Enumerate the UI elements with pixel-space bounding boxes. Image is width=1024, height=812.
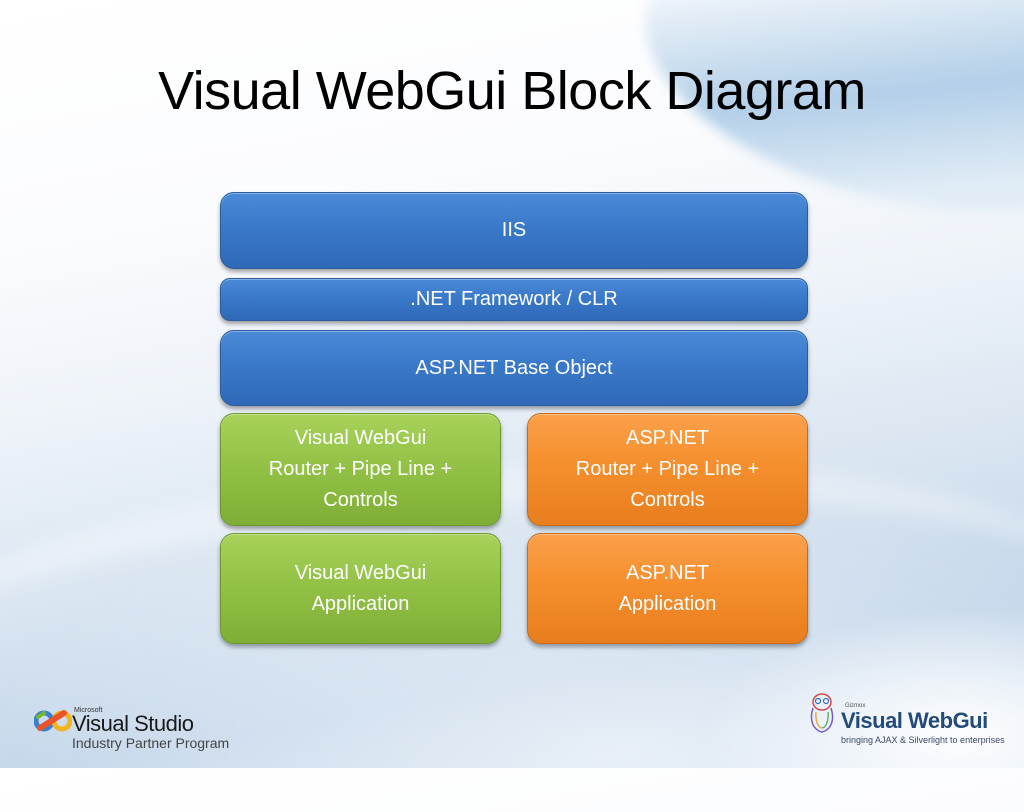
visual-studio-infinity-icon bbox=[34, 710, 72, 732]
visual-webgui-tagline: bringing AJAX & Silverlight to enterpris… bbox=[841, 735, 1005, 745]
layer-dotnet-framework: .NET Framework / CLR bbox=[220, 278, 808, 321]
block-line: Application bbox=[311, 592, 410, 615]
slide-title: Visual WebGui Block Diagram bbox=[158, 61, 866, 121]
block-aspnet-router: ASP.NET Router + Pipe Line + Controls bbox=[527, 413, 808, 526]
partner-program-label: Industry Partner Program bbox=[72, 735, 230, 751]
visual-studio-label: Visual Studio bbox=[72, 711, 194, 736]
block-line: ASP.NET bbox=[626, 561, 709, 584]
block-line: Router + Pipe Line + bbox=[268, 458, 453, 480]
microsoft-label: Microsoft bbox=[74, 707, 103, 714]
block-line: Controls bbox=[630, 489, 705, 511]
block-line: ASP.NET bbox=[626, 427, 709, 449]
block-line: Controls bbox=[323, 489, 398, 511]
layer-aspnet-base-label: ASP.NET Base Object bbox=[415, 356, 613, 379]
owl-mascot-icon bbox=[810, 693, 834, 733]
visual-webgui-label: Visual WebGui bbox=[841, 708, 988, 733]
block-vwg-router: Visual WebGui Router + Pipe Line + Contr… bbox=[220, 413, 501, 526]
layer-dotnet-label: .NET Framework / CLR bbox=[410, 288, 618, 310]
block-vwg-application: Visual WebGui Application bbox=[220, 533, 501, 644]
block-line: Visual WebGui bbox=[294, 561, 427, 584]
visual-webgui-logo: Gizmox Visual WebGui bringing AJAX & Sil… bbox=[805, 688, 1020, 750]
block-line: Application bbox=[618, 592, 717, 615]
gizmox-label: Gizmox bbox=[845, 703, 866, 709]
block-line: Visual WebGui bbox=[294, 427, 427, 449]
layer-iis: IIS bbox=[220, 192, 808, 269]
block-line: Router + Pipe Line + bbox=[575, 458, 760, 480]
layer-iis-label: IIS bbox=[501, 219, 527, 241]
block-aspnet-application: ASP.NET Application bbox=[527, 533, 808, 644]
visual-studio-partner-logo: Microsoft Visual Studio Industry Partner… bbox=[34, 707, 244, 753]
layer-aspnet-base-object: ASP.NET Base Object bbox=[220, 330, 808, 406]
